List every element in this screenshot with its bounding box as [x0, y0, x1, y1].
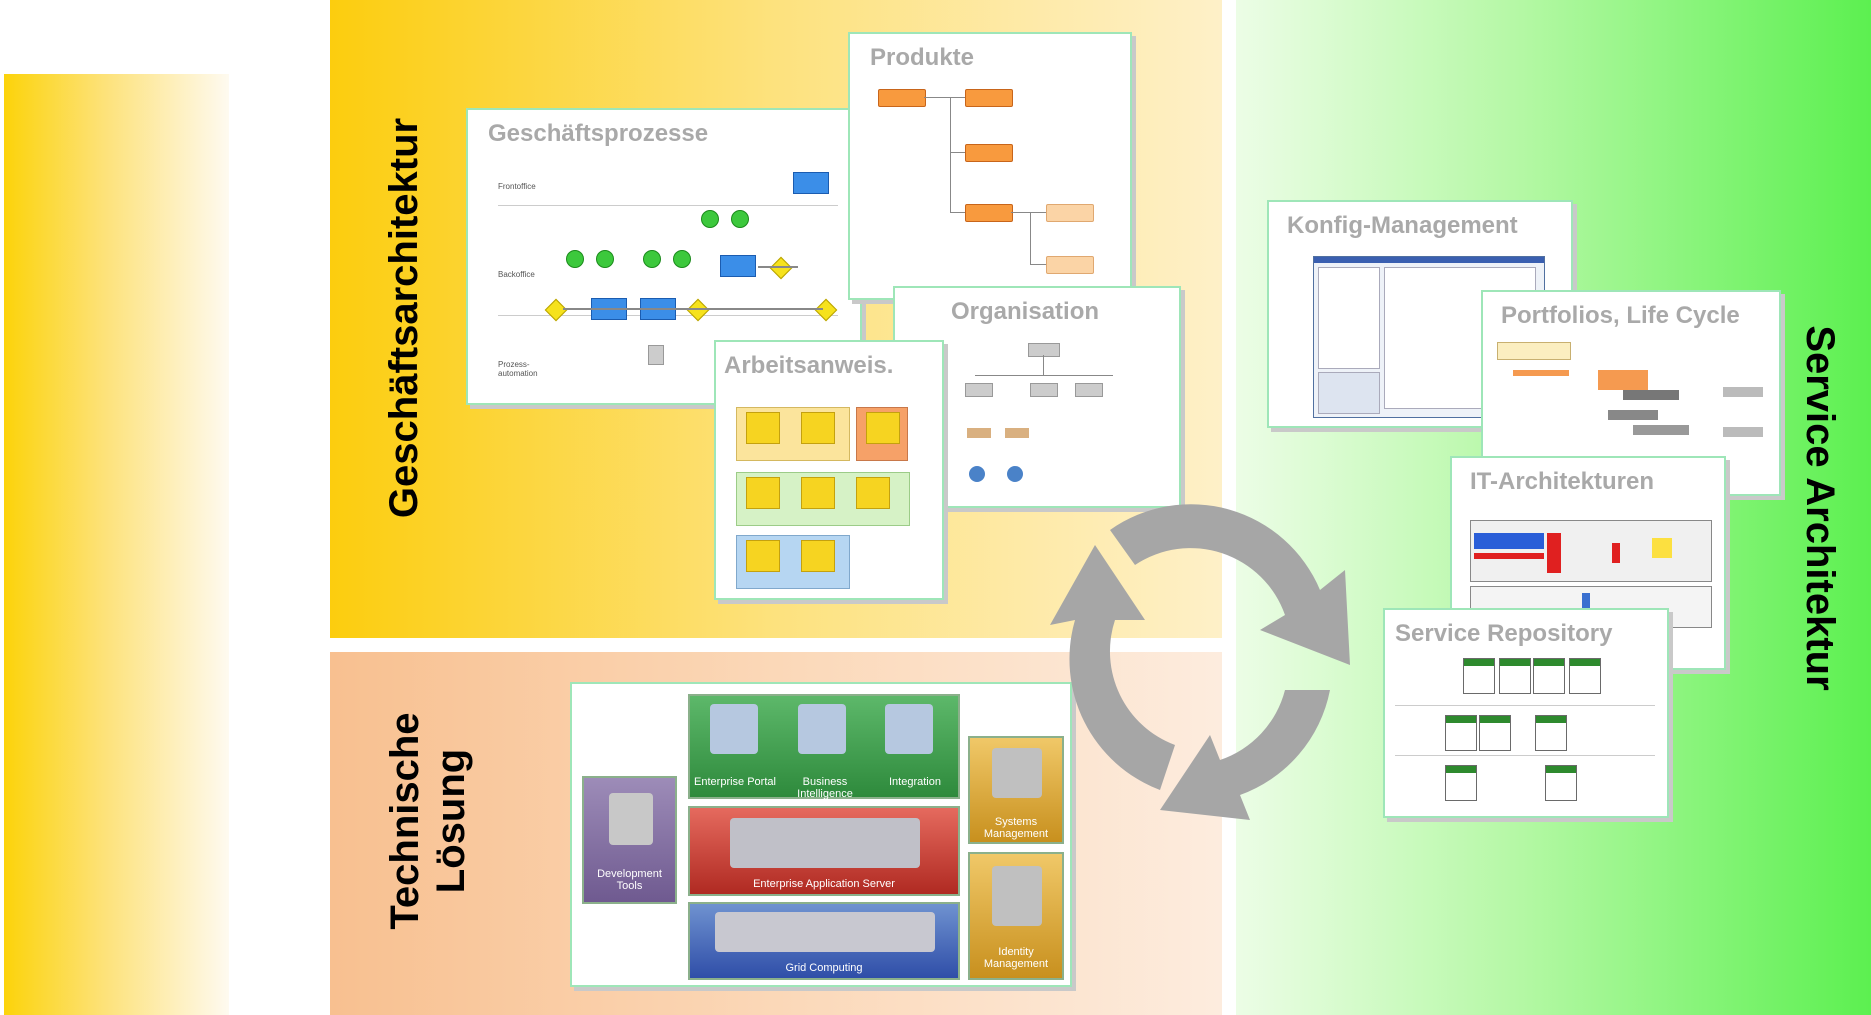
systems-management-icon	[992, 748, 1042, 798]
tech-label-enterprise-portal: Enterprise Portal	[694, 776, 776, 788]
tech-label-identity: Identity Management	[983, 946, 1049, 970]
tech-label-grid: Grid Computing	[785, 962, 863, 974]
tech-bottom-row: Grid Computing	[688, 902, 960, 980]
coffee-gear-icon	[609, 793, 653, 845]
technical-solution-label: Technische Lösung	[382, 661, 478, 981]
tech-label: Development Tools	[597, 868, 662, 892]
card-produkte: Produkte	[848, 32, 1132, 300]
cycle-arrows-icon	[1050, 504, 1350, 820]
card-title: Konfig-Management	[1287, 212, 1518, 239]
tech-top-row: Enterprise Portal Business Intelligence …	[688, 694, 960, 800]
tech-identity-management: Identity Management	[968, 852, 1064, 980]
tech-label-app-server: Enterprise Application Server	[753, 878, 895, 890]
grid-servers-icon	[715, 912, 935, 952]
card-title: IT-Architekturen	[1470, 468, 1655, 495]
tech-label-business-intelligence: Business Intelligence	[797, 776, 853, 800]
left-accent-bar	[4, 74, 229, 1015]
portal-icon	[710, 704, 758, 754]
card-title: Geschäftsprozesse	[488, 120, 709, 147]
lane-label-backoffice: Backoffice	[498, 270, 535, 279]
tech-label-integration: Integration	[889, 776, 941, 788]
service-architecture-label: Service Architektur	[1798, 325, 1842, 691]
tech-development-tools: Development Tools	[582, 776, 677, 904]
lane-label-prozessautomation: Prozess-automation	[498, 360, 538, 378]
identity-management-icon	[992, 866, 1042, 926]
card-service-repository: Service Repository	[1383, 608, 1669, 818]
card-title: Produkte	[870, 44, 975, 71]
tech-systems-management: Systems Management	[968, 736, 1064, 844]
business-architecture-label: Geschäftsarchitektur	[382, 117, 426, 519]
technical-solution-line2: Lösung	[429, 748, 473, 894]
card-arbeitsanweis: Arbeitsanweis.	[714, 340, 944, 600]
card-technical-stack: Development Tools Enterprise Portal Busi…	[570, 682, 1072, 987]
card-title: Portfolios, Life Cycle	[1501, 302, 1740, 329]
lane-label-frontoffice: Frontoffice	[498, 182, 536, 191]
tech-label-systems: Systems Management	[983, 816, 1049, 840]
tech-middle-row: Enterprise Application Server	[688, 806, 960, 896]
integration-icon	[885, 704, 933, 754]
card-title: Arbeitsanweis.	[724, 352, 894, 379]
card-title: Service Repository	[1395, 620, 1613, 647]
business-intelligence-icon	[798, 704, 846, 754]
technical-solution-line1: Technische	[383, 712, 427, 930]
card-title: Organisation	[951, 298, 1100, 325]
app-server-icon	[730, 818, 920, 868]
